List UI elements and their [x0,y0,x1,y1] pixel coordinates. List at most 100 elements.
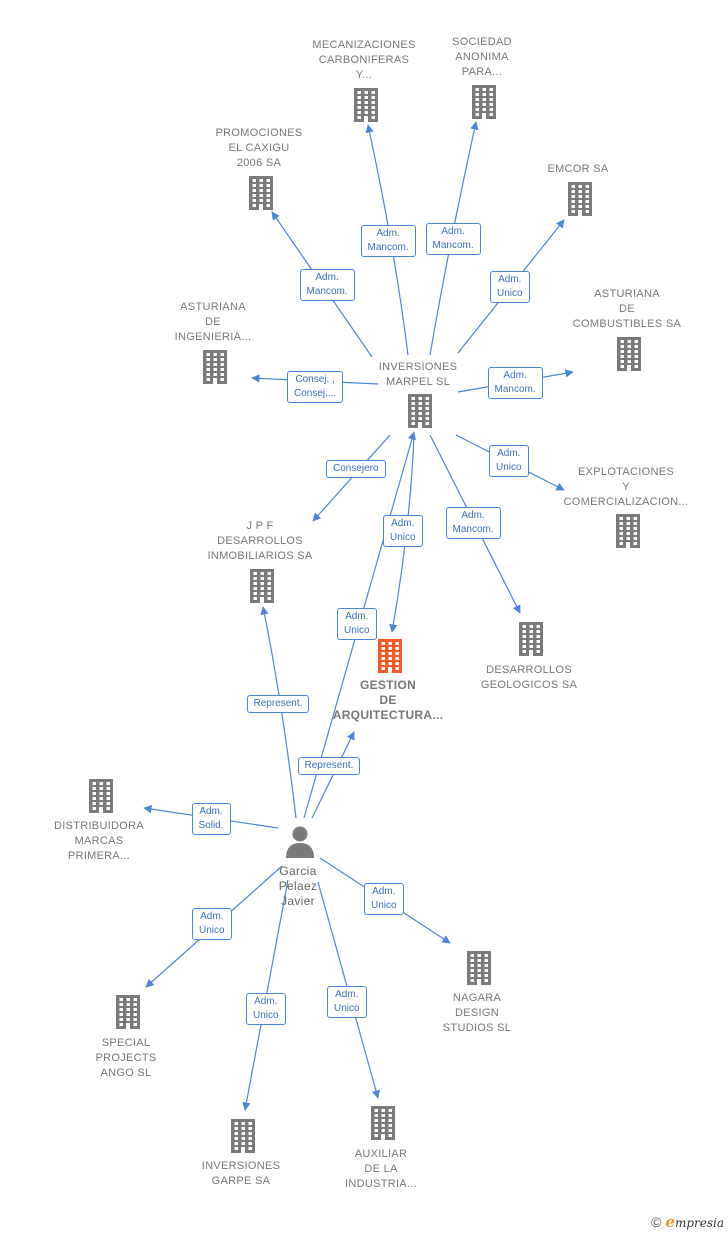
empresia-logo[interactable]: empresia [665,1213,724,1231]
edge-label-line: Unico [390,532,416,543]
edge-label-inversiones_marpel-to-emcor[interactable]: Adm. Unico [490,271,530,303]
node-label-line: MARPEL SL [385,376,451,388]
special-projects-building-icon[interactable] [112,994,144,1030]
edge-label-line: Adm. [372,886,396,897]
brand-rest: mpresia [674,1216,724,1230]
edge-label-garcia-to-jpf[interactable]: Represent. [246,695,310,713]
footer-brand[interactable]: © empresia [651,1213,724,1231]
desarrollos-geologicos-building-icon[interactable] [515,621,547,657]
edge-label-line: Adm. [461,510,485,521]
promociones-caxigu-building-icon[interactable] [245,175,277,211]
edge-label-inversiones_marpel-to-mecanizaciones[interactable]: Adm.Mancom. [360,225,416,257]
edge-label-garcia-to-inversiones_garpe[interactable]: Adm.Unico [246,993,286,1025]
explotaciones-building-icon[interactable] [612,513,644,549]
edge-label-line: Unico [497,288,523,299]
edge-label-garcia-to-special_projects[interactable]: Adm.Unico [192,908,232,940]
jpf-building-icon[interactable] [246,568,278,604]
node-label-line: Garcia [279,864,317,878]
node-label-emcor[interactable]: EMCOR SA [503,162,653,177]
edge-label-inversiones_marpel-to-sociedad_anonima[interactable]: Adm. Mancom. [425,223,481,255]
inversiones-marpel-building-icon[interactable] [404,393,436,429]
mecanizaciones-building-icon[interactable] [350,87,382,123]
edge-label-line: Unico [344,625,370,636]
node-label-line: ASTURIANA [180,301,246,313]
edge-label-inversiones_marpel-to-jpf[interactable]: Consejero [326,460,386,478]
node-label-line: INVERSIONES [378,361,458,373]
node-label-line: COMBUSTIBLES SA [572,318,682,330]
edge-label-line: Adm. [503,370,527,381]
node-label-explotaciones[interactable]: EXPLOTACIONES Y COMERCIALIZACION... [551,465,701,510]
edge-label-line: Adm. [498,274,522,285]
edge-label-line: Unico [334,1003,360,1014]
node-label-line: Javier [281,894,315,908]
edge-label-line: Adm. [199,806,223,817]
emcor-building-icon[interactable] [564,181,596,217]
edge-inversiones_marpel-to-jpf [312,434,391,522]
edge-label-line: Mancom. [367,242,409,253]
edge-label-garcia-to-gestion_arquitectura[interactable]: Represent. [297,757,361,775]
node-label-line: Y [622,481,630,493]
distribuidora-building-icon[interactable] [85,778,117,814]
asturiana-ingenieria-building-icon[interactable] [199,349,231,385]
edge-label-garcia-to-auxiliar[interactable]: Adm.Unico [327,986,367,1018]
nagara-building-icon[interactable] [463,950,495,986]
edge-label-line: Represent. [253,698,303,709]
node-label-line: PRIMERA... [67,850,131,862]
edge-label-line: Adm. [345,611,369,622]
node-label-line: DE [379,693,397,707]
edge-label-line: Mancom. [432,240,474,251]
edge-label-garcia-to-distribuidora[interactable]: Adm. Solid. [191,803,231,835]
auxiliar-building-icon[interactable] [367,1105,399,1141]
node-label-line: PROJECTS [95,1052,157,1064]
node-label-line: DE [619,303,635,315]
node-label-line: DISTRIBUIDORA [53,820,145,832]
node-label-line: ANONIMA [455,51,509,63]
node-label-inversiones-marpel[interactable]: INVERSIONES MARPEL SL [343,360,493,390]
edge-label-inversiones_marpel-to-asturiana_combustibles[interactable]: Adm. Mancom. [487,367,543,399]
sociedad-anonima-building-icon[interactable] [468,84,500,120]
edge-label-line: Adm. [200,911,224,922]
gestion-arquitectura-building-icon[interactable] [374,638,406,674]
inversiones-garpe-building-icon[interactable] [227,1118,259,1154]
edge-label-line: Adm. [254,996,278,1007]
edge-label-line: Mancom. [494,384,536,395]
node-label-line: COMERCIALIZACION... [563,496,689,508]
edge-label-inversiones_marpel-to-desarrollos_geologicos[interactable]: Adm. Mancom. [445,507,501,539]
edge-label-line: Unico [371,900,397,911]
edge-label-inversiones_marpel-to-promociones_caxigu[interactable]: Adm.Mancom. [299,269,355,301]
edge-label-inversiones_marpel-to-asturiana_ingenieria[interactable]: Consej. ,Consej.... [287,371,344,403]
edge-label-inversiones_marpel-to-explotaciones[interactable]: Adm.Unico [489,445,529,477]
garcia-person-icon[interactable] [284,825,316,861]
node-label-line: ARQUITECTURA... [332,708,444,722]
node-label-line: SPECIAL [101,1037,151,1049]
edge-label-garcia-to-inversiones_marpel[interactable]: Adm. Unico [337,608,377,640]
edge-label-line: Consej. , [295,374,335,385]
edge-label-line: Mancom. [452,524,494,535]
edge-label-line: Adm. [441,226,465,237]
edge-label-line: Consejero [333,463,379,474]
edge-label-garcia-to-nagara[interactable]: Adm. Unico [364,883,404,915]
node-label-line: EXPLOTACIONES [578,466,674,478]
edge-label-inversiones_marpel-to-gestion_arquitectura[interactable]: Adm.Unico [383,515,423,547]
node-label-line: 2006 SA [236,157,282,169]
edge-label-line: Solid. [198,820,224,831]
node-label-line: MECANIZACIONES [312,39,416,51]
node-label-line: INDUSTRIA... [344,1178,418,1190]
asturiana-combustibles-building-icon[interactable] [613,336,645,372]
node-label-line: PROMOCIONES [215,127,303,139]
node-label-line: GARPE SA [211,1175,271,1187]
